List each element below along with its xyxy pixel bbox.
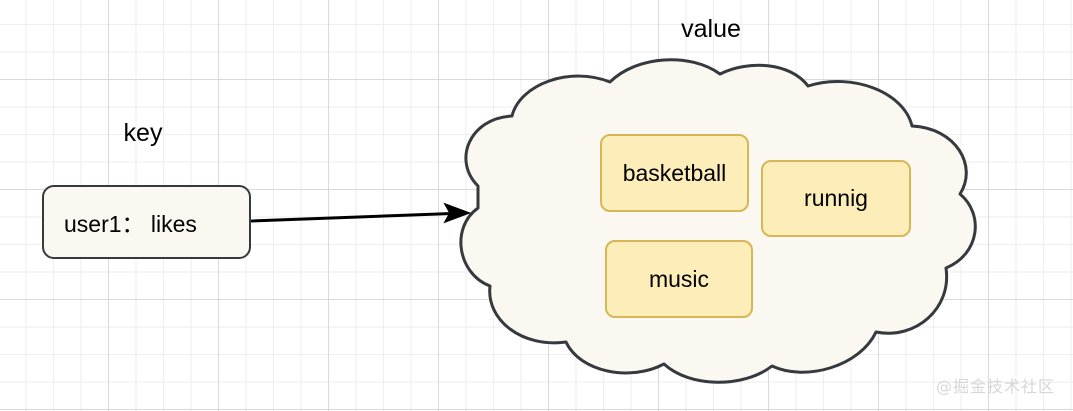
key-node[interactable]: user1： likes — [42, 185, 251, 259]
key-to-value-arrow — [250, 202, 472, 224]
value-item-runnig[interactable]: runnig — [761, 160, 911, 237]
watermark: @掘金技术社区 — [935, 377, 1055, 396]
value-label: value — [681, 15, 741, 43]
value-item-basketball[interactable]: basketball — [600, 134, 749, 212]
value-item-music[interactable]: music — [605, 240, 753, 318]
key-label: key — [123, 119, 163, 147]
